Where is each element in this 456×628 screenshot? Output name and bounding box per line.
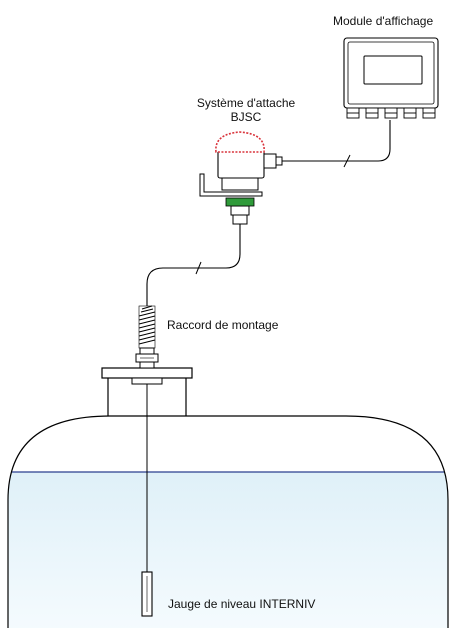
strain-relief-spring xyxy=(138,305,156,349)
attachment-system-label: Système d'attache BJSC xyxy=(186,96,306,124)
probe xyxy=(141,384,153,617)
mounting-fitting-label: Raccord de montage xyxy=(167,318,279,332)
display-module xyxy=(343,37,439,119)
cable-fitting-to-bjsc xyxy=(146,224,241,306)
mounting-fitting xyxy=(135,305,159,369)
flange-boss xyxy=(131,377,163,385)
head-cap xyxy=(215,131,265,153)
bjsc-attachment-system xyxy=(199,131,283,225)
cable-bjsc-to-display xyxy=(282,120,391,162)
attachment-system-label-line1: Système d'attache xyxy=(196,96,296,110)
tank xyxy=(7,367,449,628)
display-cable-glands xyxy=(346,107,436,119)
green-ring xyxy=(225,197,255,207)
cable-break-mark xyxy=(195,261,202,275)
mounting-bracket xyxy=(199,173,263,197)
liquid xyxy=(8,472,448,628)
attachment-system-label-line2: BJSC xyxy=(230,110,262,124)
tank-outline xyxy=(7,415,449,628)
mounting-flange xyxy=(101,367,193,379)
cable-break-mark-2 xyxy=(343,154,351,168)
tank-nozzle xyxy=(107,378,187,416)
display-screen xyxy=(363,55,423,85)
display-module-label: Module d'affichage xyxy=(333,14,434,28)
level-gauge-label: Jauge de niveau INTERNIV xyxy=(168,597,316,611)
